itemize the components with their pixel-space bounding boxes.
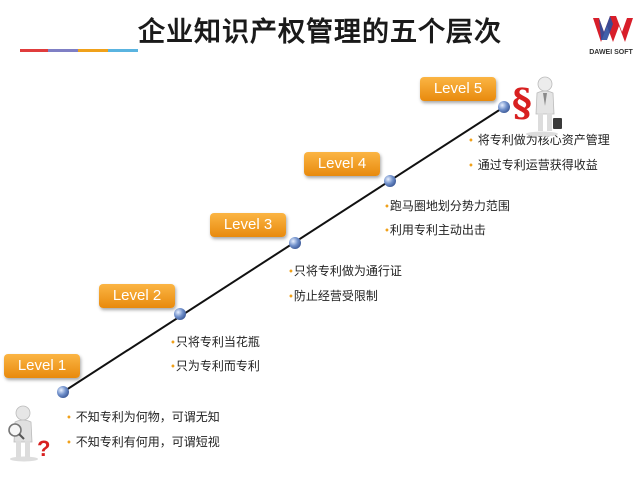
level-2-dot bbox=[174, 308, 186, 320]
magnifier-question-figure-icon: ? bbox=[6, 404, 54, 462]
svg-text:?: ? bbox=[37, 436, 50, 461]
level-5-item: • 通过专利运营获得收益 bbox=[468, 157, 598, 175]
level-4-badge: Level 4 bbox=[304, 152, 380, 176]
level-3-item: •防止经营受限制 bbox=[288, 288, 378, 306]
level-5-badge: Level 5 bbox=[420, 77, 496, 101]
level-3-item: •只将专利做为通行证 bbox=[288, 263, 402, 281]
level-5-dot bbox=[498, 101, 510, 113]
level-1-badge: Level 1 bbox=[4, 354, 80, 378]
level-3-dot bbox=[289, 237, 301, 249]
level-4-dot bbox=[384, 175, 396, 187]
bullet-icon: • bbox=[468, 136, 474, 147]
level-1-item: • 不知专利有何用，可谓短视 bbox=[66, 434, 220, 452]
level-4-item: •利用专利主动出击 bbox=[384, 222, 486, 240]
bullet-icon: • bbox=[468, 161, 474, 172]
level-2-item: •只将专利当花瓶 bbox=[170, 334, 260, 352]
level-4-item: •跑马圈地划分势力范围 bbox=[384, 198, 510, 216]
level-1-dot bbox=[57, 386, 69, 398]
level-3-badge: Level 3 bbox=[210, 213, 286, 237]
progress-line bbox=[63, 107, 504, 392]
bullet-icon: • bbox=[66, 438, 72, 449]
svg-text:§: § bbox=[512, 80, 532, 125]
level-2-item: •只为专利而专利 bbox=[170, 358, 260, 376]
patent-section-figure-icon: § bbox=[512, 76, 564, 138]
level-1-item: • 不知专利为何物，可谓无知 bbox=[66, 409, 220, 427]
bullet-icon: • bbox=[66, 413, 72, 424]
level-2-badge: Level 2 bbox=[99, 284, 175, 308]
